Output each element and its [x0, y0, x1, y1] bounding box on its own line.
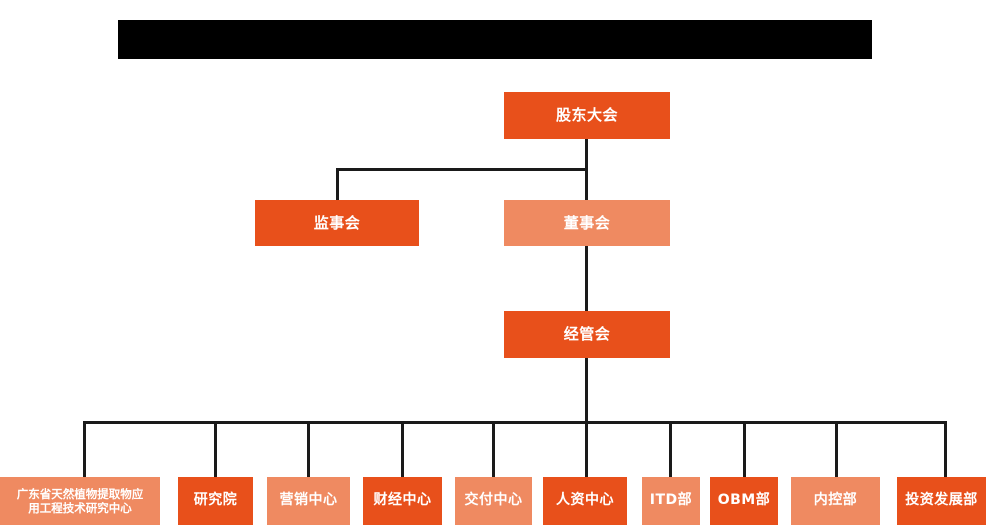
connector-drop-hr-center [585, 421, 588, 477]
node-supervisors-label: 监事会 [313, 213, 361, 232]
connector-directors-to-management [585, 245, 588, 312]
connector-supervisors-down [336, 168, 339, 201]
node-investment-development-dept-label: 投资发展部 [905, 492, 978, 509]
node-research-institute-label: 研究院 [193, 492, 238, 509]
connector-shareholders-down [585, 138, 588, 170]
connector-drop-research-institute [214, 421, 217, 477]
connector-drop-finance-center [401, 421, 404, 477]
redacted-title-bar [118, 20, 872, 59]
connector-drop-investment-development-dept [944, 421, 947, 477]
connector-management-down [585, 357, 588, 423]
node-management-label: 经管会 [563, 325, 611, 344]
node-delivery-center-label: 交付中心 [464, 492, 523, 509]
node-finance-center[interactable]: 财经中心 [363, 477, 442, 525]
connector-drop-obm-dept [743, 421, 746, 477]
node-gd-center-label-line2: 用工程技术研究中心 [28, 501, 132, 515]
connector-directors-down [585, 168, 588, 201]
node-research-institute[interactable]: 研究院 [178, 477, 253, 525]
connector-drop-internal-control-dept [835, 421, 838, 477]
node-hr-center-label: 人资中心 [556, 492, 614, 509]
node-obm-dept[interactable]: OBM部 [710, 477, 778, 525]
node-management[interactable]: 经管会 [504, 311, 670, 358]
node-shareholders[interactable]: 股东大会 [504, 92, 670, 139]
node-finance-center-label: 财经中心 [373, 492, 432, 509]
node-itd-dept-label: ITD部 [649, 492, 693, 509]
node-hr-center[interactable]: 人资中心 [543, 477, 627, 525]
redacted-title-text [118, 20, 872, 59]
node-supervisors[interactable]: 监事会 [255, 200, 419, 246]
connector-drop-marketing-center [307, 421, 310, 477]
node-directors[interactable]: 董事会 [504, 200, 670, 246]
node-marketing-center[interactable]: 营销中心 [267, 477, 350, 525]
node-itd-dept[interactable]: ITD部 [642, 477, 700, 525]
node-delivery-center[interactable]: 交付中心 [455, 477, 532, 525]
node-directors-label: 董事会 [563, 213, 611, 232]
connector-shareholders-horizontal [336, 168, 588, 171]
node-gd-center-label-line1: 广东省天然植物提取物应 [16, 486, 144, 501]
connector-bottom-bus [83, 421, 946, 424]
connector-drop-gd-center [83, 421, 86, 477]
node-marketing-center-label: 营销中心 [279, 492, 338, 509]
connector-drop-itd-dept [669, 421, 672, 477]
node-shareholders-label: 股东大会 [555, 106, 618, 125]
node-obm-dept-label: OBM部 [717, 492, 771, 509]
node-internal-control-dept-label: 内控部 [813, 492, 858, 509]
node-internal-control-dept[interactable]: 内控部 [791, 477, 880, 525]
node-investment-development-dept[interactable]: 投资发展部 [897, 477, 986, 525]
node-gd-center[interactable]: 广东省天然植物提取物应 用工程技术研究中心 [0, 477, 160, 525]
connector-drop-delivery-center [492, 421, 495, 477]
